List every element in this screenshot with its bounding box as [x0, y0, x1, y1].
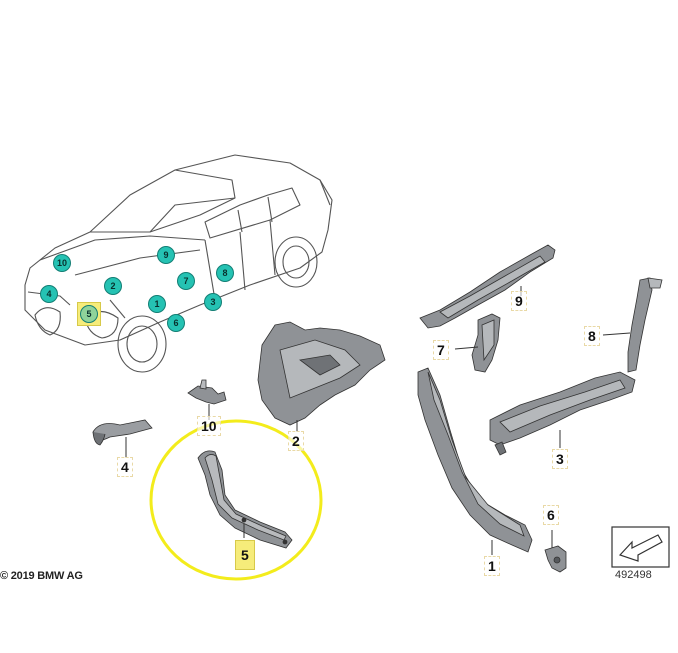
- car-badge-9: 9: [157, 246, 175, 264]
- copyright-text: © 2019 BMW AG: [0, 570, 83, 582]
- part-4-duct: [92, 419, 153, 458]
- part-label-8[interactable]: 8: [584, 326, 600, 346]
- part-8-bracket: [602, 277, 663, 373]
- part-label-10[interactable]: 10: [197, 416, 221, 436]
- part-5-duct: [197, 450, 293, 549]
- car-badge-8: 8: [216, 264, 234, 282]
- car-badge-6: 6: [167, 314, 185, 332]
- car-badge-3: 3: [204, 293, 222, 311]
- part-label-6[interactable]: 6: [543, 505, 559, 525]
- car-outline: [24, 154, 333, 373]
- reference-number: 492498: [615, 569, 652, 581]
- car-badge-10: 10: [53, 254, 71, 272]
- car-badge-1: 1: [148, 295, 166, 313]
- part-label-9[interactable]: 9: [511, 291, 527, 311]
- part-label-2[interactable]: 2: [288, 431, 304, 451]
- part-label-7[interactable]: 7: [433, 340, 449, 360]
- car-badge-4: 4: [40, 285, 58, 303]
- car-badge-5: 5: [80, 305, 98, 323]
- highlight-ring: [149, 419, 323, 581]
- part-10-bracket: [187, 379, 227, 420]
- part-1-rail: [417, 367, 533, 555]
- part-label-3[interactable]: 3: [552, 449, 568, 469]
- part-6-bracket: [544, 530, 567, 573]
- part-2-bracket: [257, 321, 386, 432]
- part-label-5[interactable]: 5: [235, 540, 255, 570]
- part-label-4[interactable]: 4: [117, 457, 133, 477]
- car-badge-2: 2: [104, 277, 122, 295]
- part-7-bracket: [454, 313, 501, 373]
- car-badge-7: 7: [177, 272, 195, 290]
- part-9-rail: [419, 244, 556, 329]
- part-label-1[interactable]: 1: [484, 556, 500, 576]
- part-3-rail: [489, 371, 636, 456]
- reference-box-icon: [611, 526, 670, 568]
